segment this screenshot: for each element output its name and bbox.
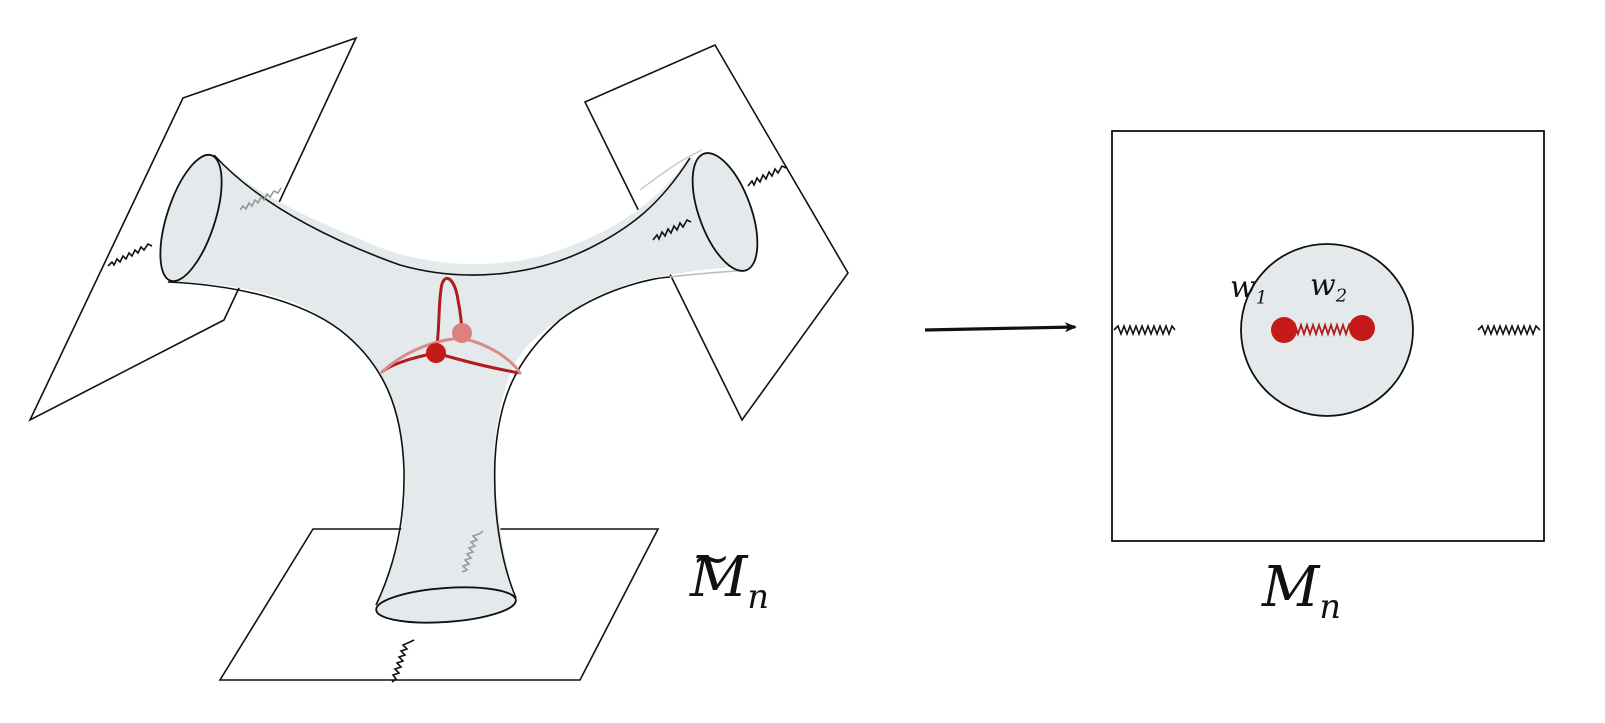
point-w1-symbol: w xyxy=(1230,270,1256,305)
point-w2 xyxy=(1349,315,1375,341)
point-w2-symbol: w xyxy=(1310,268,1336,303)
cut-quotient-right xyxy=(1477,323,1541,337)
point-w1-label: w1 xyxy=(1230,270,1267,308)
surface-left-lower-edge xyxy=(167,281,405,606)
bottom-boundary-circle xyxy=(375,586,517,624)
map-arrow xyxy=(924,322,1077,333)
cut-left-faded xyxy=(239,187,282,211)
tilde-accent: ~ xyxy=(692,531,731,585)
cut-between-points xyxy=(1284,322,1360,337)
point-w1-subscript: 1 xyxy=(1255,287,1268,309)
covering-manifold-symbol: M xyxy=(690,545,748,610)
quotient-manifold-symbol: M xyxy=(1262,555,1320,620)
branch-network xyxy=(380,277,522,375)
quotient-manifold-figure xyxy=(1111,130,1545,542)
branch-point-back xyxy=(452,323,472,343)
right-tube-faded-top xyxy=(639,149,703,191)
left-boundary-circle xyxy=(159,153,223,283)
covering-manifold-subscript: n xyxy=(747,576,769,616)
left-plane xyxy=(28,36,358,422)
branch-cuts xyxy=(107,164,787,683)
right-plane xyxy=(583,43,849,422)
covering-manifold-label: ~ Mn xyxy=(690,531,769,616)
cut-quotient-left xyxy=(1113,323,1176,337)
cut-bottom-faded xyxy=(461,530,484,573)
surface-right-lower-edge xyxy=(493,276,671,599)
branch-arc-back-2 xyxy=(460,336,522,375)
point-w2-label: w2 xyxy=(1310,268,1347,306)
quotient-manifold-label: Mn xyxy=(1262,555,1341,626)
covering-manifold-figure xyxy=(28,36,849,683)
quotient-manifold-subscript: n xyxy=(1319,586,1341,626)
point-w1 xyxy=(1271,317,1297,343)
cut-left-plane xyxy=(107,242,153,267)
branch-point-front xyxy=(426,343,446,363)
point-w2-subscript: 2 xyxy=(1335,285,1348,307)
bottom-plane xyxy=(218,528,660,681)
cut-bottom-plane xyxy=(391,639,415,683)
pants-surface xyxy=(168,155,750,605)
cut-right-plane-upper xyxy=(747,164,787,187)
right-boundary-circle xyxy=(691,152,759,272)
surface-top-edge xyxy=(213,154,691,276)
branch-arc-back-1 xyxy=(380,336,464,374)
cut-right-tube xyxy=(652,218,692,241)
quotient-plane xyxy=(1111,130,1545,542)
